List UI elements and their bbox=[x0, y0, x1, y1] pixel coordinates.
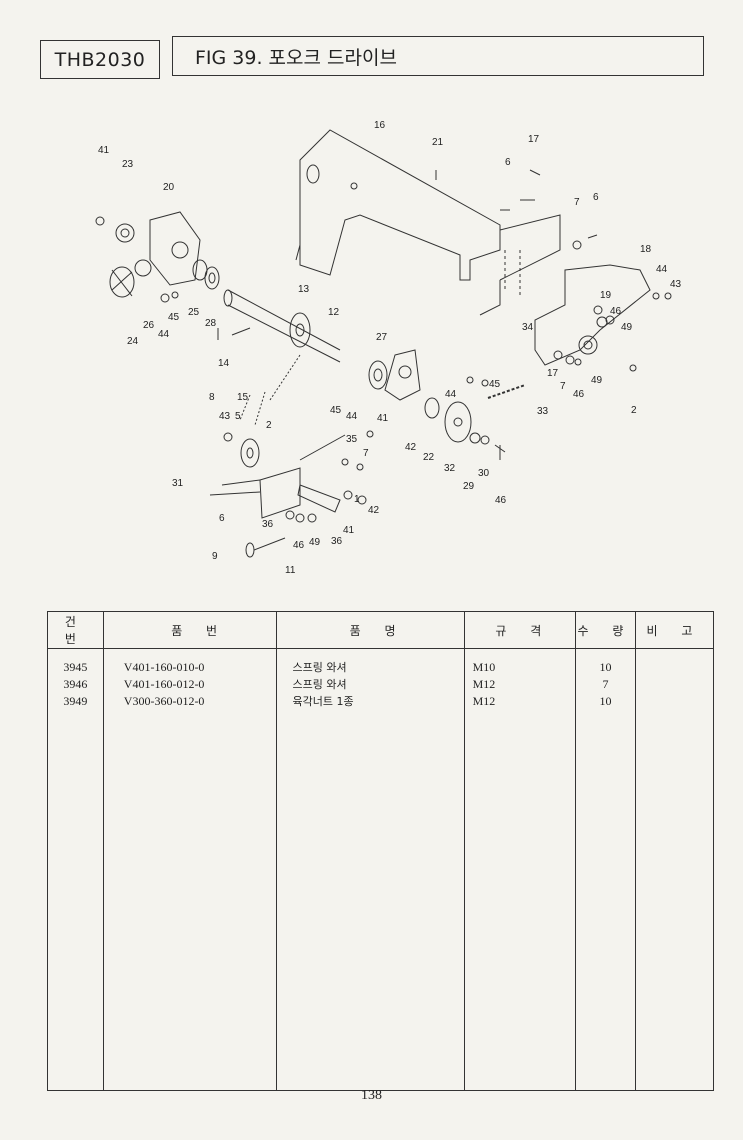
callout-label: 27 bbox=[376, 332, 388, 343]
callout-label: 7 bbox=[560, 381, 566, 392]
callout-label: 2 bbox=[631, 405, 637, 416]
callout-label: 41 bbox=[343, 525, 355, 536]
model-text: THB2030 bbox=[54, 48, 146, 71]
callout-label: 46 bbox=[610, 306, 622, 317]
cell-item-no: 3949 bbox=[63, 694, 88, 708]
callout-label: 13 bbox=[298, 284, 310, 295]
col-header-qty: 수 량 bbox=[575, 611, 636, 649]
col-spec: M10 M12 M12 bbox=[463, 648, 577, 1091]
cell-qty: 10 bbox=[599, 660, 612, 674]
callout-label: 29 bbox=[463, 481, 475, 492]
cell-part-no: V300-360-012-0 bbox=[123, 694, 205, 708]
callout-label: 20 bbox=[163, 182, 175, 193]
callout-label: 6 bbox=[505, 157, 511, 168]
callout-label: 44 bbox=[445, 389, 457, 400]
callout-label: 41 bbox=[98, 145, 110, 156]
col-part-name: 스프링 와셔 스프링 와셔 육각너트 1종 bbox=[275, 648, 465, 1091]
col-item-no: 3945 3946 3949 bbox=[47, 648, 104, 1091]
callout-label: 5 bbox=[235, 411, 241, 422]
callout-label: 36 bbox=[262, 519, 274, 530]
callout-label: 1 bbox=[354, 494, 360, 505]
cell-item-no: 3945 bbox=[63, 660, 88, 674]
callout-label: 35 bbox=[346, 434, 358, 445]
callout-label: 45 bbox=[330, 405, 342, 416]
callout-label: 30 bbox=[478, 468, 490, 479]
callout-label: 44 bbox=[158, 329, 170, 340]
callout-label: 22 bbox=[423, 452, 435, 463]
callout-label: 43 bbox=[670, 279, 682, 290]
cell-spec: M12 bbox=[472, 694, 496, 708]
parts-table: 건 번 품 번 품 명 규 격 수 량 비 고 3945 3946 3949 V… bbox=[47, 611, 715, 1091]
callout-label: 34 bbox=[522, 322, 534, 333]
callout-label: 12 bbox=[328, 307, 340, 318]
diagram-callouts: 41 23 20 24 26 45 44 25 28 16 21 17 6 7 … bbox=[98, 120, 682, 576]
cell-part-name: 육각너트 1종 bbox=[292, 695, 354, 708]
cell-qty: 7 bbox=[602, 677, 609, 691]
col-part-no: V401-160-010-0 V401-160-012-0 V300-360-0… bbox=[102, 648, 277, 1091]
callout-label: 49 bbox=[591, 375, 603, 386]
callout-label: 21 bbox=[432, 137, 444, 148]
cell-spec: M12 bbox=[472, 677, 496, 691]
cell-part-name: 스프링 와셔 bbox=[292, 678, 347, 691]
callout-label: 31 bbox=[172, 478, 184, 489]
col-header-remarks: 비 고 bbox=[634, 611, 715, 649]
callout-label: 25 bbox=[188, 307, 200, 318]
callout-label: 45 bbox=[168, 312, 180, 323]
callout-label: 44 bbox=[346, 411, 358, 422]
callout-label: 41 bbox=[377, 413, 389, 424]
callout-label: 49 bbox=[309, 537, 321, 548]
col-remarks bbox=[634, 648, 715, 1091]
callout-label: 14 bbox=[218, 358, 230, 369]
callout-label: 6 bbox=[219, 513, 225, 524]
model-label: THB2030 bbox=[40, 40, 160, 79]
col-header-part-name: 품 명 bbox=[275, 611, 465, 649]
cell-spec: M10 bbox=[472, 660, 496, 674]
cell-part-name: 스프링 와셔 bbox=[292, 661, 347, 674]
callout-label: 33 bbox=[537, 406, 549, 417]
col-header-item-no: 건 번 bbox=[47, 611, 104, 649]
callout-label: 2 bbox=[266, 420, 272, 431]
callout-label: 9 bbox=[212, 551, 218, 562]
callout-label: 19 bbox=[600, 290, 612, 301]
page-number: 138 bbox=[361, 1088, 382, 1103]
callout-label: 24 bbox=[127, 336, 139, 347]
callout-label: 16 bbox=[374, 120, 386, 131]
cell-part-no: V401-160-012-0 bbox=[123, 677, 205, 691]
cell-item-no: 3946 bbox=[63, 677, 88, 691]
col-qty: 10 7 10 bbox=[575, 648, 636, 1091]
callout-label: 7 bbox=[574, 197, 580, 208]
figure-title-box: FIG 39. 포오크 드라이브 bbox=[172, 36, 704, 76]
callout-label: 7 bbox=[363, 448, 369, 459]
cell-part-no: V401-160-010-0 bbox=[123, 660, 205, 674]
callout-label: 18 bbox=[640, 244, 652, 255]
table-header-row: 건 번 품 번 품 명 규 격 수 량 비 고 bbox=[47, 611, 715, 649]
col-header-part-no: 품 번 bbox=[102, 611, 277, 649]
callout-label: 28 bbox=[205, 318, 217, 329]
callout-label: 49 bbox=[621, 322, 633, 333]
cell-qty: 10 bbox=[599, 694, 612, 708]
col-header-spec: 규 격 bbox=[463, 611, 577, 649]
exploded-parts-diagram: 41 23 20 24 26 45 44 25 28 16 21 17 6 7 … bbox=[95, 120, 682, 576]
callout-label: 11 bbox=[285, 565, 296, 576]
callout-label: 32 bbox=[444, 463, 456, 474]
callout-label: 36 bbox=[331, 536, 343, 547]
callout-label: 6 bbox=[593, 192, 599, 203]
callout-label: 42 bbox=[405, 442, 417, 453]
callout-label: 17 bbox=[528, 134, 540, 145]
callout-label: 46 bbox=[495, 495, 507, 506]
callout-label: 15 bbox=[237, 392, 249, 403]
callout-label: 44 bbox=[656, 264, 668, 275]
callout-label: 17 bbox=[547, 368, 559, 379]
callout-label: 42 bbox=[368, 505, 380, 516]
callout-label: 46 bbox=[573, 389, 585, 400]
callout-label: 43 bbox=[219, 411, 231, 422]
callout-label: 8 bbox=[209, 392, 215, 403]
figure-title: FIG 39. 포오크 드라이브 bbox=[195, 46, 397, 69]
frame-plate-drawing bbox=[299, 129, 501, 281]
table-body: 3945 3946 3949 V401-160-010-0 V401-160-0… bbox=[47, 648, 715, 1091]
callout-label: 23 bbox=[122, 159, 134, 170]
callout-label: 46 bbox=[293, 540, 305, 551]
callout-label: 26 bbox=[143, 320, 155, 331]
callout-label: 45 bbox=[489, 379, 501, 390]
